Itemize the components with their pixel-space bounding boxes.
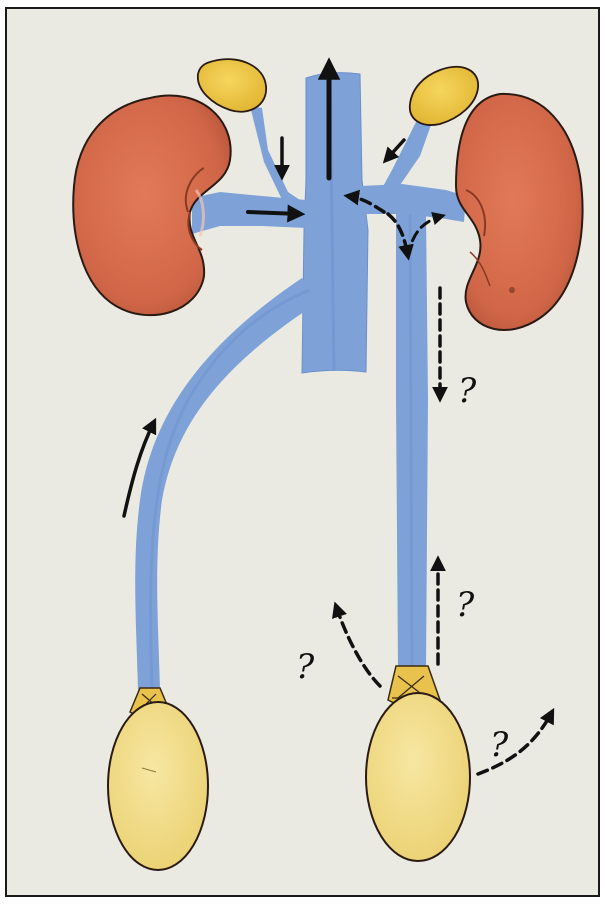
inferior-vena-cava [302,73,368,373]
testis-icon [108,702,208,870]
testis-icon [366,693,470,861]
question-mark-middle: ? [456,585,475,625]
arrow-icon [248,212,300,214]
question-mark-left: ? [296,647,315,687]
question-mark-lower-right: ? [490,725,509,765]
question-mark-upper: ? [458,371,477,411]
